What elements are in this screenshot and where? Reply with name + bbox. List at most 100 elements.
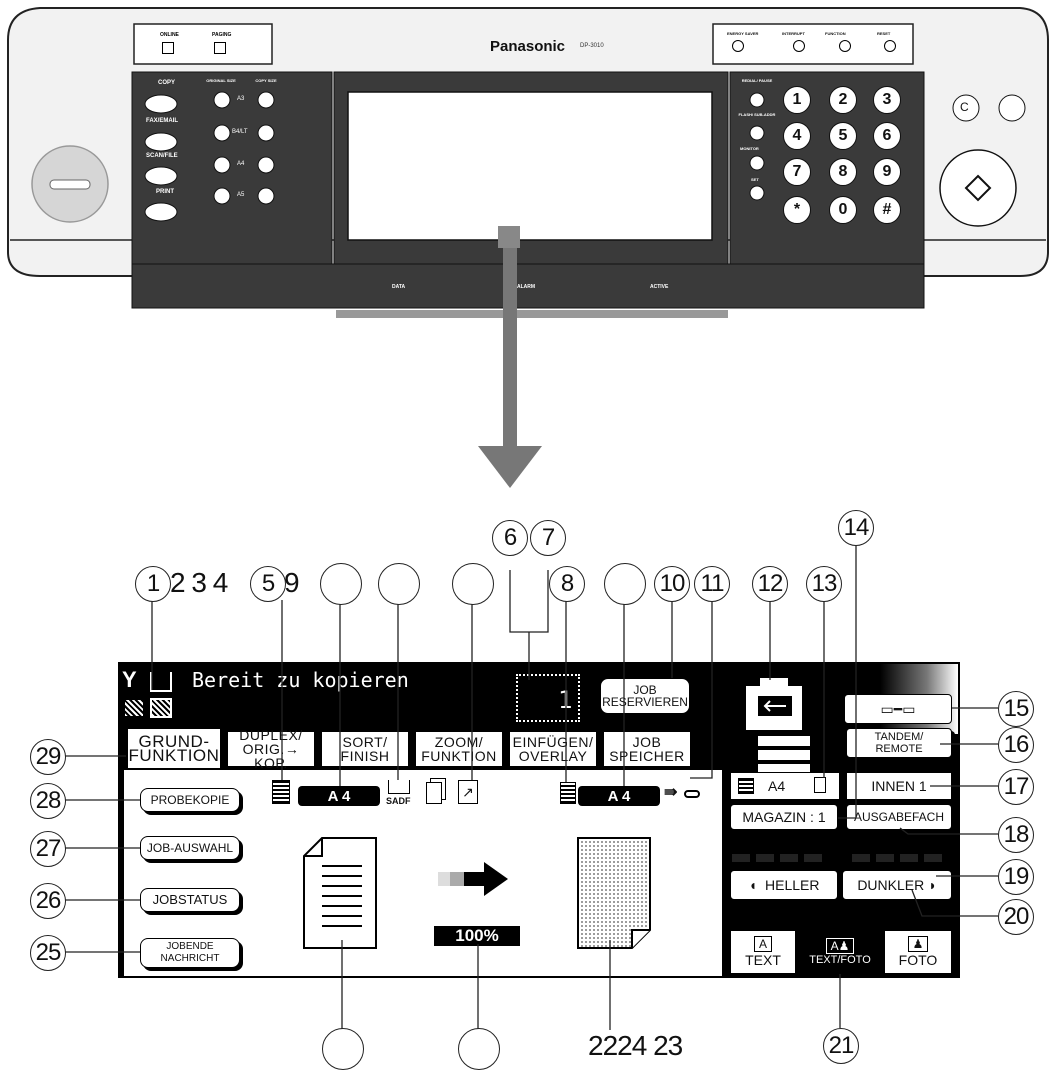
- keypad-key-4[interactable]: 4: [783, 122, 811, 150]
- dunkler-button[interactable]: DUNKLER ◗: [842, 870, 952, 900]
- energy-saver-label: ENERGY SAVER: [727, 31, 759, 36]
- keypad-key-7[interactable]: 7: [783, 158, 811, 186]
- monitor-label: MONITOR: [740, 146, 759, 151]
- job-auswahl-button[interactable]: JOB-AUSWAHL: [140, 836, 240, 860]
- callout-5: 5: [250, 566, 286, 602]
- tandem-line2: REMOTE: [875, 743, 923, 755]
- wrench-icon: Y: [122, 667, 137, 692]
- function-button[interactable]: [839, 40, 851, 52]
- online-label: ONLINE: [160, 32, 179, 38]
- dark-icon: ◗: [928, 877, 937, 893]
- paging-icon[interactable]: [214, 42, 226, 54]
- copy-document-icon: [577, 837, 651, 949]
- original-document-icon: [303, 837, 377, 949]
- size-a3-label: A3: [237, 96, 245, 102]
- copy-size-display: A 4: [578, 786, 660, 806]
- callout-13: 13: [806, 566, 842, 602]
- ausgabefach-button[interactable]: AUSGABEFACH: [846, 804, 952, 830]
- foto-mode-button[interactable]: ♟ FOTO: [884, 930, 952, 974]
- copy-mode-label: COPY: [158, 80, 176, 86]
- text-mode-label: TEXT: [745, 952, 781, 968]
- callout-12: 12: [752, 566, 788, 602]
- copy-count-box: [516, 674, 580, 722]
- jobende-line1: JOBENDE: [166, 941, 214, 952]
- zoom-ratio-display: 100%: [434, 926, 520, 946]
- size-b4-label: B4/LT: [232, 129, 248, 135]
- keypad-key-6[interactable]: 6: [873, 122, 901, 150]
- rotate-icon: ↗: [458, 780, 478, 804]
- callout-15: 15: [998, 691, 1034, 727]
- textfoto-mode-label: TEXT/FOTO: [809, 954, 871, 966]
- callout-empty-c: [452, 563, 494, 605]
- keypad-key-0[interactable]: 0: [829, 196, 857, 224]
- text-mode-icon: A: [753, 936, 772, 952]
- keypad-key-1[interactable]: 1: [783, 86, 811, 114]
- energy-saver-button[interactable]: [732, 40, 744, 52]
- tab-einfuegen-line2: OVERLAY: [518, 748, 588, 764]
- tab-zoom[interactable]: ZOOM/ FUNKTION: [414, 730, 504, 768]
- dunkler-label: DUNKLER: [857, 877, 925, 893]
- tab-sort-finish[interactable]: SORT/ FINISH: [320, 730, 410, 768]
- paging-label: PAGING: [212, 32, 232, 38]
- tab-zoom-line1: ZOOM/: [434, 734, 484, 750]
- tab-duplex[interactable]: DUPLEX/ ORIG.→ KOP.: [226, 728, 316, 771]
- paper-orientation-icon: [814, 777, 826, 793]
- probekopie-button[interactable]: PROBEKOPIE: [140, 788, 240, 812]
- tab-speicher-line1: JOB: [632, 734, 662, 750]
- tab-sort-line2: FINISH: [340, 748, 390, 764]
- tandem-remote-button[interactable]: TANDEM/ REMOTE: [846, 728, 952, 758]
- heller-button[interactable]: ◖ HELLER: [730, 870, 838, 900]
- callout-empty-f: [458, 1028, 500, 1070]
- keypad-key-8[interactable]: 8: [829, 158, 857, 186]
- keypad-key-5[interactable]: 5: [829, 122, 857, 150]
- callout-7: 7: [530, 520, 566, 556]
- finisher-icon: ⇛: [664, 784, 678, 801]
- keypad-key-3[interactable]: 3: [873, 86, 901, 114]
- callout-empty-b: [378, 563, 420, 605]
- jobende-nachricht-button[interactable]: JOBENDE NACHRICHT: [140, 938, 240, 968]
- copy-count: 1: [558, 686, 573, 714]
- keypad-key-hash[interactable]: #: [873, 196, 901, 224]
- pages-icon: [426, 782, 442, 804]
- keypad-key-9[interactable]: 9: [873, 158, 901, 186]
- reset-label: RESET: [877, 31, 891, 36]
- density-segment: [828, 854, 846, 862]
- jobende-line2: NACHRICHT: [160, 953, 220, 964]
- foto-mode-icon: ♟: [907, 936, 929, 952]
- online-icon[interactable]: [162, 42, 174, 54]
- keypad-key-2[interactable]: 2: [829, 86, 857, 114]
- tab-einfuegen[interactable]: EINFÜGEN/ OVERLAY: [508, 730, 598, 768]
- size-a4-label: A4: [237, 161, 245, 167]
- callout-8: 8: [549, 566, 585, 602]
- tab-einfuegen-line1: EINFÜGEN/: [512, 734, 594, 750]
- tab-duplex-line2: ORIG.→ KOP.: [242, 741, 300, 771]
- fax-email-mode-label: FAX/EMAIL: [146, 118, 179, 124]
- callout-25: 25: [30, 935, 66, 971]
- textfoto-mode-button[interactable]: A♟ TEXT/FOTO: [802, 930, 878, 974]
- paper-size-text: A4: [768, 778, 786, 794]
- tab-job-speicher[interactable]: JOB SPEICHER: [602, 730, 692, 768]
- clear-key[interactable]: C: [960, 100, 969, 114]
- tandem-icon-button[interactable]: ▭━▭: [844, 694, 952, 724]
- tab-speicher-line2: SPEICHER: [609, 748, 685, 764]
- callout-21: 21: [823, 1028, 859, 1064]
- callout-26: 26: [30, 883, 66, 919]
- text-mode-button[interactable]: A TEXT: [730, 930, 796, 974]
- density-segment: [732, 854, 750, 862]
- magazin-button[interactable]: MAGAZIN : 1: [730, 804, 838, 830]
- interrupt-button[interactable]: [793, 40, 805, 52]
- heller-label: HELLER: [765, 877, 820, 893]
- tandem-icon: ▭━▭: [880, 701, 916, 717]
- tab-grundfunktion-line1: GRUND-: [138, 732, 210, 751]
- keypad-key-star[interactable]: *: [783, 196, 811, 224]
- callout-20: 20: [998, 899, 1034, 935]
- tab-grundfunktion[interactable]: GRUND- FUNKTION: [126, 727, 222, 769]
- jobstatus-button[interactable]: JOBSTATUS: [140, 888, 240, 912]
- alarm-label: ALARM: [517, 284, 536, 290]
- reset-button[interactable]: [884, 40, 896, 52]
- duplex-icon: [272, 780, 290, 804]
- tandem-line1: TANDEM/: [874, 731, 924, 743]
- callout-17: 17: [998, 769, 1034, 805]
- callout-29: 29: [30, 739, 66, 775]
